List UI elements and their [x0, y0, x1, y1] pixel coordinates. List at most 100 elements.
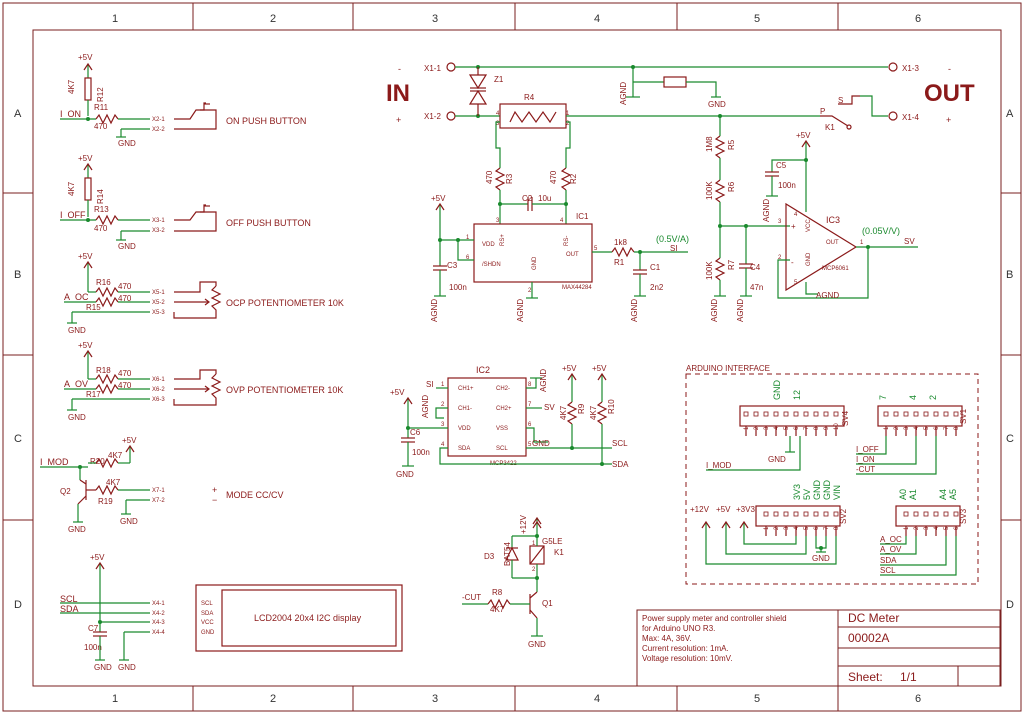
q1-label: Q1 [542, 599, 553, 608]
ic3-out: OUT [826, 240, 839, 246]
supply-plus5v: +5V [78, 154, 93, 163]
sv3-top-a4: A4 [938, 489, 948, 500]
column-label: 6 [915, 693, 921, 705]
gnd-label: GND [708, 100, 726, 109]
supply-plus5v: +5V [78, 252, 93, 261]
mode-label: MODE CC/CV [226, 490, 284, 500]
relay-k1-coil-label: K1 [554, 548, 564, 557]
sv2-top-gnd: GND [812, 480, 822, 501]
column-label: 2 [270, 693, 276, 705]
pin-x2-1: X2-1 [152, 117, 165, 123]
agnd-label: AGND [630, 299, 639, 322]
net-i-off-sv1: I_OFF [856, 445, 879, 454]
header-sv1 [877, 405, 963, 427]
net-a-oc: A_OC [64, 292, 89, 302]
resistor-r12 [84, 77, 92, 101]
si-range: (0.5V/A) [656, 234, 689, 244]
ic1-label: IC1 [576, 212, 589, 221]
pin-x2-2: X2-2 [152, 127, 165, 133]
sv2-pin-number: 8 [834, 526, 840, 530]
ic2-label: IC2 [476, 365, 490, 375]
c4-label: C4 [750, 263, 761, 272]
resistor-r6 [714, 179, 726, 203]
description-line-3: Max: 4A, 36V. [642, 634, 692, 643]
r16-value: 470 [118, 282, 132, 291]
potentiometer-symbol [173, 281, 222, 319]
r5-label: R5 [727, 139, 736, 150]
sv4-pin-pad [753, 411, 759, 417]
r6-label: R6 [727, 181, 736, 192]
sv2-pin-pad [773, 511, 779, 517]
sv2-top-vin: VIN [832, 485, 842, 500]
r10-label: R10 [607, 399, 616, 414]
drawing-number: 00002A [848, 631, 889, 645]
agnd-label: AGND [430, 299, 439, 322]
ic3-vcc: VCC [806, 219, 812, 232]
ic3-mcp6061 [785, 202, 858, 292]
column-label: 4 [594, 693, 600, 705]
r3-label: R3 [505, 173, 514, 184]
potentiometer-symbol [173, 369, 222, 406]
sv4-pin-number: 4 [774, 426, 780, 430]
r16-label: R16 [96, 278, 111, 287]
gnd-label: GND [812, 554, 830, 563]
sv2-supply-12v: +12V [690, 505, 710, 514]
net-scl: SCL [60, 594, 78, 604]
c6-value: 100n [412, 448, 430, 457]
c5-label: C5 [776, 161, 787, 170]
gnd-label: GND [118, 242, 136, 251]
drawing-title: DC Meter [848, 611, 899, 625]
diode-d3 [505, 536, 519, 578]
c5-value: 100n [778, 181, 796, 190]
ic2-ch1p: CH1+ [458, 386, 474, 392]
agnd-label: AGND [421, 395, 430, 418]
r12-value: 4K7 [67, 79, 76, 94]
ic2-sda: SDA [458, 446, 470, 452]
description-line-2: for Arduino UNO R3. [642, 624, 715, 633]
sv-range: (0.05V/V) [862, 226, 900, 236]
row-label: B [14, 269, 21, 281]
row-label: D [14, 599, 22, 611]
sv1-pin-number: 2 [894, 426, 900, 430]
column-label: 5 [754, 13, 760, 25]
sv4-pin-pad [783, 411, 789, 417]
row-label: D [1006, 599, 1014, 611]
ic1-rsn: RS- [564, 236, 570, 246]
r11-label: R11 [94, 103, 109, 112]
ic3-pin2: 2 [778, 255, 782, 261]
r4-label: R4 [524, 93, 535, 102]
gnd-label: GND [396, 470, 414, 479]
sv3-top-a5: A5 [948, 489, 958, 500]
sv1-top-2: 2 [928, 395, 938, 400]
column-label: 6 [915, 13, 921, 25]
ic1-rsp: RS+ [500, 234, 506, 246]
z1-label: Z1 [494, 75, 504, 84]
in-plus: + [396, 115, 401, 125]
column-label: 2 [270, 13, 276, 25]
sv4-pin-number: 10 [834, 423, 840, 430]
c1-value: 2n2 [650, 283, 664, 292]
ic3-part: MCP6061 [822, 266, 849, 272]
r11-value: 470 [94, 122, 108, 131]
ic2-pin6: 6 [528, 422, 532, 428]
resistor-r11 [95, 113, 119, 125]
r8-label: R8 [492, 588, 503, 597]
r2-label: R2 [569, 173, 578, 184]
off-button-circuit: +5V 4K7 R14 R13 I_OFF 470 X3-1 X3-2 GND … [60, 154, 311, 251]
sv2-pin-number: 3 [784, 526, 790, 530]
sv4-pin-pad [763, 411, 769, 417]
agnd-label: AGND [816, 291, 839, 300]
sv4-pin-pad [803, 411, 809, 417]
relay-s-label: S [838, 96, 843, 105]
sv2-pin-number: 2 [774, 526, 780, 530]
resistor-r20 [95, 457, 119, 469]
r15-value: 470 [118, 294, 132, 303]
column-label: 4 [594, 13, 600, 25]
r12-label: R12 [96, 87, 105, 102]
header-sv4 [739, 405, 845, 427]
agnd-label: AGND [619, 82, 628, 105]
transistor-q1 [529, 591, 538, 619]
ic2-pin5: 5 [528, 442, 532, 448]
sv2-pin-pad [803, 511, 809, 517]
r17-value: 470 [118, 381, 132, 390]
